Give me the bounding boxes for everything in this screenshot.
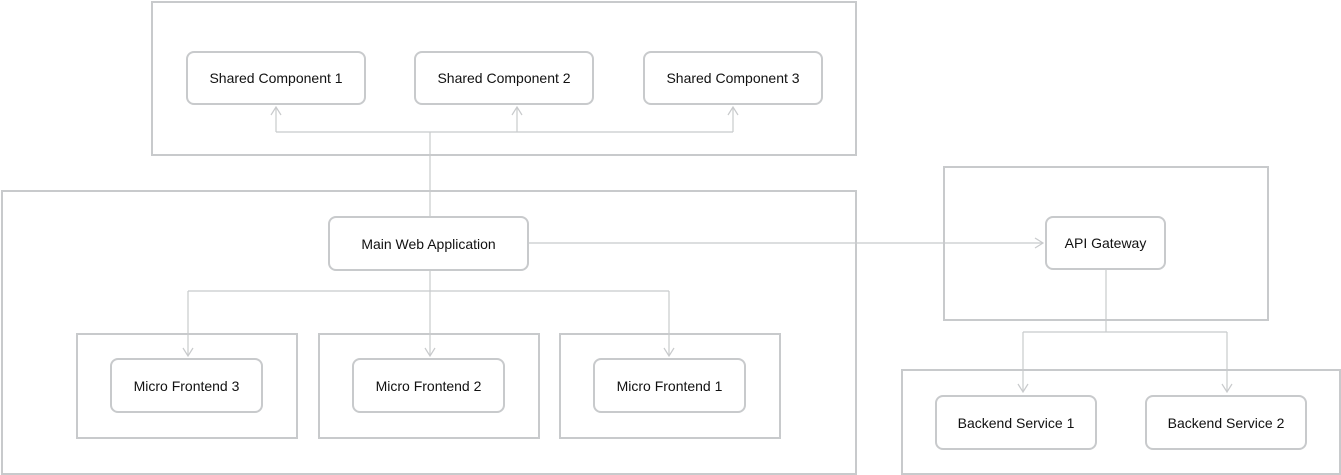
backend-service-2-node[interactable]: Backend Service 2 [1145,395,1307,450]
arrowhead-micro-2 [424,347,436,358]
arrowhead-backend-2 [1221,383,1233,394]
arrowhead-shared-2 [511,105,523,116]
shared-component-3-node[interactable]: Shared Component 3 [643,51,823,105]
micro-frontend-2-node[interactable]: Micro Frontend 2 [352,358,505,413]
shared-component-2-node[interactable]: Shared Component 2 [414,51,594,105]
micro-frontend-1-container [559,333,781,439]
arrowhead-micro-1 [663,347,675,358]
arrowhead-shared-3 [727,105,739,116]
api-gateway-node[interactable]: API Gateway [1045,216,1166,270]
shared-component-1-node[interactable]: Shared Component 1 [186,51,366,105]
backend-service-1-node[interactable]: Backend Service 1 [935,395,1097,450]
micro-frontend-1-node[interactable]: Micro Frontend 1 [593,358,746,413]
arrowhead-shared-1 [270,105,282,116]
micro-frontend-3-container [76,333,298,439]
main-application-container [1,190,857,475]
micro-frontend-2-container [318,333,540,439]
micro-frontend-3-node[interactable]: Micro Frontend 3 [110,358,263,413]
arrowhead-api-gateway [1034,237,1045,249]
main-web-application-node[interactable]: Main Web Application [328,216,529,271]
arrowhead-backend-1 [1017,383,1029,394]
arrowhead-micro-3 [182,347,194,358]
shared-components-container [151,1,857,156]
backend-services-container [901,369,1341,475]
